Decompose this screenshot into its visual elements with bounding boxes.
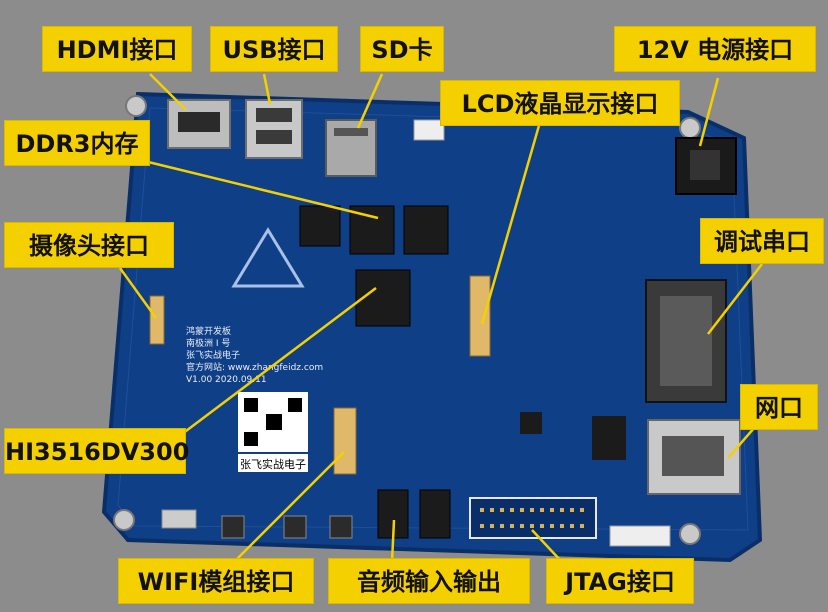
label-camera: 摄像头接口 — [4, 222, 174, 268]
label-ddr3: DDR3内存 — [4, 120, 150, 166]
qr-code: 张飞实战电子 — [238, 392, 308, 472]
hdmi-connector — [167, 99, 231, 149]
label-lcd: LCD液晶显示接口 — [440, 80, 680, 126]
label-sd: SD卡 — [360, 26, 444, 72]
lcd-connector — [469, 275, 491, 357]
callout-lines — [118, 73, 769, 563]
label-network: 网口 — [740, 384, 818, 430]
camera-connector — [149, 295, 165, 345]
qr-caption: 张飞实战电子 — [240, 457, 306, 471]
label-power: 12V 电源接口 — [614, 26, 816, 72]
wifi-connector — [333, 407, 357, 475]
label-wifi: WIFI模组接口 — [118, 558, 314, 604]
label-usb: USB接口 — [210, 26, 338, 72]
silk-board-name: 鸿蒙开发板 — [186, 325, 231, 337]
label-audio: 音频输入输出 — [328, 558, 530, 604]
ethernet-port — [647, 419, 741, 495]
serial-port — [645, 279, 727, 403]
power-jack — [675, 137, 737, 195]
silk-model: 南极洲 I 号 — [186, 337, 230, 349]
silk-vendor: 张飞实战电子 — [186, 349, 240, 361]
usb-connector — [245, 99, 303, 159]
soc-chip — [355, 269, 411, 327]
silk-website: 官方网站: www.zhangfeidz.com — [186, 361, 323, 373]
label-debug-serial: 调试串口 — [700, 218, 824, 264]
silk-version: V1.00 2020.09.11 — [186, 375, 267, 385]
sd-card-slot — [325, 119, 377, 177]
silkscreen-text: 鸿蒙开发板 南极洲 I 号 张飞实战电子 官方网站: www.zhangfeid… — [186, 325, 323, 385]
label-jtag: JTAG接口 — [546, 558, 694, 604]
label-hdmi: HDMI接口 — [42, 26, 192, 72]
label-soc: HI3516DV300 — [4, 428, 189, 474]
